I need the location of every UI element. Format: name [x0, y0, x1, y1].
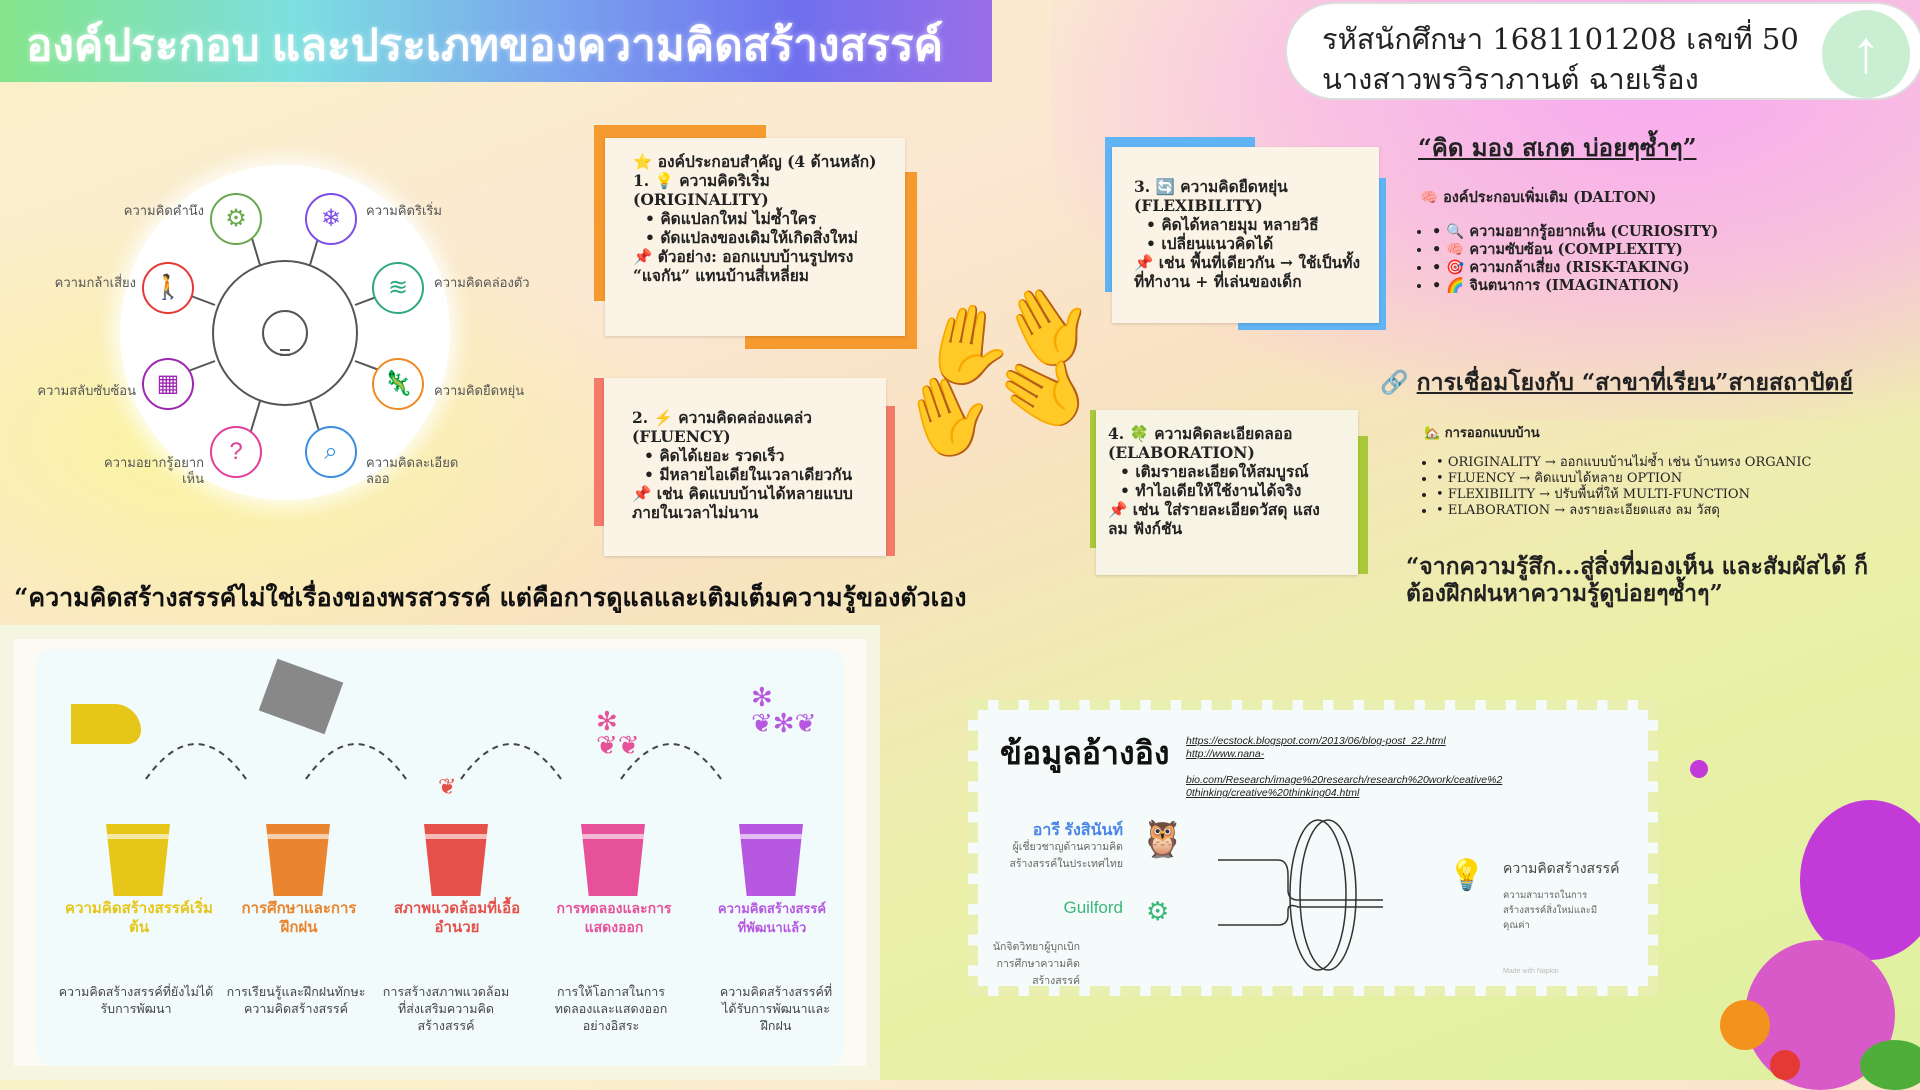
stage-title: สภาพแวดล้อมที่เอื้ออำนวย — [393, 900, 521, 936]
title-banner: องค์ประกอบ และประเภทของความคิดสร้างสรรค์ — [0, 0, 992, 82]
card-title: 4. 🍀 ความคิดละเอียดลออ (ELABORATION) — [1108, 424, 1293, 462]
stage-title: ความคิดสร้างสรรค์ที่พัฒนาแล้ว — [717, 901, 827, 935]
house-item: FLUENCY → คิดแบบได้หลาย OPTION — [1436, 471, 1811, 487]
student-id: รหัสนักศึกษา 1681101208 เลขที่ 50 — [1322, 22, 1799, 56]
card-title: 1. 💡 ความคิดริเริ่ม (ORIGINALITY) — [633, 171, 770, 209]
reference-link[interactable]: http://www.nana- — [1186, 748, 1265, 760]
person2-desc: นักจิตวิทยาผู้บุกเบิกการศึกษาความคิดสร้า… — [992, 941, 1080, 987]
reference-link[interactable]: https://ecstock.blogspot.com/2013/06/blo… — [1186, 735, 1446, 747]
pot-icon — [106, 824, 170, 896]
house-item: ORIGINALITY → ออกแบบบ้านไม่ซ้ำ เช่น บ้าน… — [1436, 455, 1812, 471]
stage-title: ความคิดสร้างสรรค์เริ่มต้น — [65, 900, 213, 936]
card-example: 📌 เช่น พื้นที่เดียวกัน → ใช้เป็นทั้งที่ท… — [1134, 253, 1361, 291]
wheel-label: ความคิดคล่องตัว — [434, 275, 530, 290]
card-bullet: ดัดแปลงของเดิมให้เกิดสิ่งใหม่ — [645, 228, 887, 247]
tightrope-walker-icon: 🚶 — [142, 262, 194, 314]
lightbulb-person-icon: 💡 — [1448, 859, 1486, 892]
curious-head-icon: ? — [210, 426, 262, 478]
card-elaboration: 4. 🍀 ความคิดละเอียดลออ (ELABORATION) เติ… — [1096, 410, 1358, 575]
owl-icon: 🦉 — [1140, 818, 1185, 859]
quote-right: “จากความรู้สึก...สู่สิ่งที่มองเห็น และสั… — [1406, 553, 1869, 607]
lens-diagram — [1218, 819, 1383, 971]
house-item: FLEXIBILITY → ปรับพื้นที่ให้ MULTI-FUNCT… — [1436, 487, 1811, 503]
stage-desc: การให้โอกาสในการทดลองและแสดงออกอย่างอิสร… — [554, 985, 668, 1033]
stage-desc: ความคิดสร้างสรรค์ที่ได้รับการพัฒนาและฝึก… — [719, 985, 833, 1033]
link-icon: 🔗 — [1380, 369, 1409, 396]
card-bullet: ทำไอเดียให้ใช้งานได้จริง — [1120, 481, 1340, 500]
hand-seed-icon — [71, 704, 141, 744]
card-example: 📌 เช่น คิดแบบบ้านได้หลายแบบภายในเวลาไม่น… — [632, 484, 853, 522]
dalton-heading: 🧠 องค์ประกอบเพิ่มเติม (DALTON) — [1420, 189, 1657, 206]
stage-desc: การสร้างสภาพแวดล้อมที่ส่งเสริมความคิดสร้… — [382, 985, 510, 1033]
person2-name: Guilford — [1063, 898, 1123, 917]
arrow-up-icon[interactable]: ↑ — [1822, 10, 1910, 98]
dalton-item: 🔍 ความอยากรู้อยากเห็น (CURIOSITY) — [1432, 223, 1718, 241]
student-name: นางสาวพรวิราภานต์ ฉายเรือง — [1322, 62, 1699, 96]
robot-thought-icon: ⚙ — [210, 193, 262, 245]
stage-title: การทดลองและการแสดงออก — [556, 900, 672, 935]
watermark: Made with Napkin — [1503, 968, 1559, 975]
river-icon: ≋ — [372, 262, 424, 314]
slogan: “คิด มอง สเกต บ่อยๆซ้ำๆ” — [1418, 133, 1697, 162]
references-panel: ข้อมูลอ้างอิง https://ecstock.blogspot.c… — [968, 700, 1658, 996]
card-example: 📌 ตัวอย่าง: ออกแบบบ้านรูปทรง “แจกัน” แทน… — [633, 247, 854, 285]
references-heading: ข้อมูลอ้างอิง — [1000, 734, 1170, 772]
card-fluency: 2. ⚡ ความคิดคล่องแคล่ว (FLUENCY) คิดได้เ… — [604, 378, 886, 556]
card-heading: ⭐ องค์ประกอบสำคัญ (4 ด้านหลัก) — [633, 152, 877, 171]
pot-icon — [581, 824, 645, 896]
person1-name: อารี รังสินันท์ — [1032, 822, 1123, 839]
person1-desc: ผู้เชี่ยวชาญด้านความคิดสร้างสรรค์ในประเท… — [1009, 841, 1123, 870]
card-example: 📌 เช่น ใส่รายละเอียดวัสดุ แสง ลม ฟังก์ชั… — [1108, 500, 1320, 538]
link-heading-row: 🔗 การเชื่อมโยงกับ “สาขาที่เรียน”สายสถาปั… — [1380, 365, 1853, 401]
wheel-label: ความกล้าเสี่ยง — [54, 275, 136, 290]
head-gear-icon: ⚙ — [1146, 896, 1170, 926]
card-flexibility: 3. 🔄 ความคิดยืดหยุ่น (FLEXIBILITY) คิดได… — [1112, 147, 1379, 323]
snowflake-icon: ❄ — [305, 193, 357, 245]
stage-desc: ความคิดสร้างสรรค์ที่ยังไม่ได้รับการพัฒนา — [58, 985, 214, 1016]
pot-icon — [266, 824, 330, 896]
maze-icon: ▦ — [142, 358, 194, 410]
reference-link[interactable]: 0thinking/creative%20thinking04.html — [1186, 787, 1360, 799]
stage-desc: การเรียนรู้และฝึกฝนทักษะความคิดสร้างสรรค… — [226, 985, 366, 1016]
blooming-flower-icon: ✻❦✻❦ — [751, 682, 817, 738]
dalton-item: 🎯 ความกล้าเสี่ยง (RISK-TAKING) — [1432, 259, 1718, 277]
growth-stages-panel: ❦ ✻❦❦ ✻❦✻❦ ความคิดสร้างสรรค์เริ่มต้น การ… — [0, 625, 880, 1080]
card-bullet: เปลี่ยนแนวคิดได้ — [1146, 234, 1361, 253]
card-bullet: คิดแปลกใหม่ ไม่ซ้ำใคร — [645, 209, 887, 228]
card-title: 2. ⚡ ความคิดคล่องแคล่ว (FLUENCY) — [632, 408, 813, 446]
card-bullet: คิดได้หลายมุม หลายวิธี — [1146, 215, 1361, 234]
wheel-label: ความคิดริเริ่ม — [366, 203, 442, 218]
pot-icon — [424, 824, 488, 896]
student-info: รหัสนักศึกษา 1681101208 เลขที่ 50 นางสาว… — [1285, 2, 1920, 100]
sprout-icon: ❦ — [438, 774, 457, 799]
wheel-label: ความคิดละเอียด ลออ — [366, 455, 459, 486]
stage-title: การศึกษาและการฝึกฝน — [241, 900, 357, 936]
pot-icon — [739, 824, 803, 896]
wheel-label: ความคิดยืดหยุ่น — [434, 383, 525, 398]
house-item: ELABORATION → ลงรายละเอียดแสง ลม วัสดุ — [1436, 503, 1811, 519]
wheel-label: ความคิดคำนึง — [123, 203, 204, 218]
flower-icon: ✻❦❦ — [596, 706, 640, 760]
growth-path — [145, 743, 722, 780]
reference-link[interactable]: bio.com/Research/image%20research/resear… — [1186, 774, 1503, 786]
quote-left: “ความคิดสร้างสรรค์ไม่ใช่เรื่องของพรสวรรค… — [14, 583, 967, 612]
card-title: 3. 🔄 ความคิดยืดหยุ่น (FLEXIBILITY) — [1134, 177, 1288, 215]
result-title: ความคิดสร้างสรรค์ — [1503, 860, 1620, 876]
card-originality: ⭐ องค์ประกอบสำคัญ (4 ด้านหลัก) 1. 💡 ความ… — [605, 138, 905, 336]
dalton-list: 🔍 ความอยากรู้อยากเห็น (CURIOSITY) 🧠 ความ… — [1432, 223, 1718, 295]
card-bullet: เติมรายละเอียดให้สมบูรณ์ — [1120, 462, 1340, 481]
wheel-label: ความอยากรู้อยาก เห็น — [103, 455, 204, 486]
link-heading: การเชื่อมโยงกับ “สาขาที่เรียน”สายสถาปัตย… — [1416, 369, 1853, 396]
house-heading: 🏡 การออกแบบบ้าน — [1424, 426, 1540, 441]
map-search-icon: ⌕ — [305, 426, 357, 478]
chameleon-icon: 🦎 — [372, 358, 424, 410]
page-title: องค์ประกอบ และประเภทของความคิดสร้างสรรค์ — [26, 21, 944, 70]
dalton-item: 🌈 จินตนาการ (IMAGINATION) — [1432, 277, 1718, 295]
dalton-item: 🧠 ความซับซ้อน (COMPLEXITY) — [1432, 241, 1718, 259]
card-bullet: คิดได้เยอะ รวดเร็ว — [644, 446, 868, 465]
wheel-label: ความสลับซับซ้อน — [37, 383, 136, 398]
house-list: ORIGINALITY → ออกแบบบ้านไม่ซ้ำ เช่น บ้าน… — [1436, 455, 1812, 519]
result-desc: ความสามารถในการสร้างสรรค์สิ่งใหม่และมีคุ… — [1503, 890, 1598, 931]
card-bullet: มีหลายไอเดียในเวลาเดียวกัน — [644, 465, 868, 484]
